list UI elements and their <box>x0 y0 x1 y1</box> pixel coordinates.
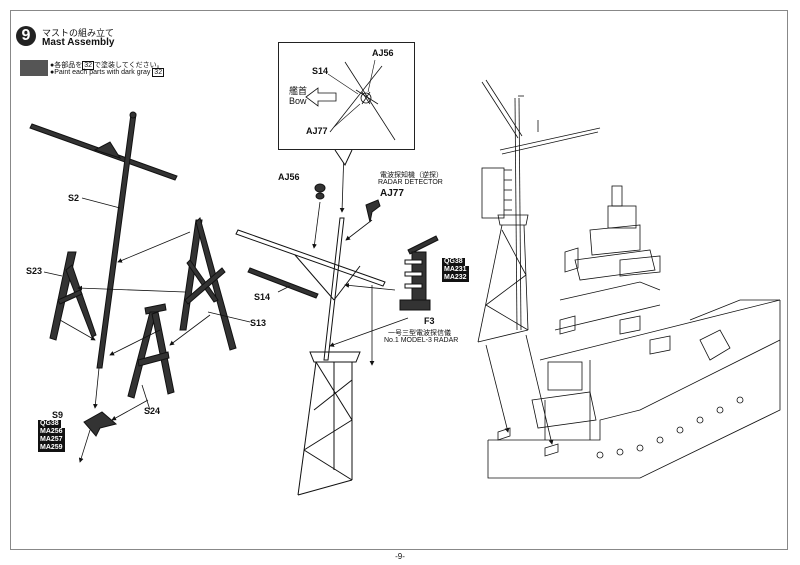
detail-callout <box>278 42 415 150</box>
part-label-aj56: AJ56 <box>278 172 300 182</box>
bow-arrow-icon <box>305 87 337 107</box>
part-label-aj77: AJ77 <box>380 188 404 199</box>
page-frame <box>10 10 788 550</box>
part-label-s13: S13 <box>250 318 267 328</box>
radar-part-f3 <box>399 235 439 311</box>
callout-topview <box>305 59 396 141</box>
page-number: -9- <box>395 552 405 561</box>
f3-code-2: MA231 <box>442 266 469 274</box>
s9-code-4: MA259 <box>38 444 65 452</box>
radar-detector-en: RADAR DETECTOR <box>378 179 443 186</box>
part-label-f3: F3 <box>424 316 435 326</box>
leg-part-s23 <box>49 251 97 341</box>
tower-part-s24 <box>127 303 175 399</box>
step-title-en: Mast Assembly <box>42 37 115 48</box>
part-label-s23: S23 <box>26 266 43 276</box>
bow-label-jp: 艦首 <box>289 86 308 96</box>
s9-code-2: MA256 <box>38 428 65 436</box>
radar-f3-en: No.1 MODEL-3 RADAR <box>384 337 459 344</box>
callout-s14-label: S14 <box>312 66 329 76</box>
part-label-s14: S14 <box>254 292 271 302</box>
part-label-s24: S24 <box>144 406 161 416</box>
radar-detector-jp: 電波探知機（逆探） <box>380 172 443 179</box>
small-parts <box>314 183 381 223</box>
part-label-s9: S9 <box>52 410 64 420</box>
callout-aj77-label: AJ77 <box>306 126 328 136</box>
crossbar-part <box>29 123 178 181</box>
base-part-s9 <box>83 411 118 437</box>
part-label-s2: S2 <box>68 193 80 203</box>
paint-swatch <box>20 60 48 76</box>
callout-aj56-label: AJ56 <box>372 48 394 58</box>
main-pole-part <box>96 111 137 369</box>
f3-code-1: QG38 <box>442 258 465 266</box>
step-title-jp: マストの組み立て <box>42 28 115 38</box>
paint-note-en: ●Paint each parts with dark gray 32 <box>50 68 165 77</box>
bow-label-en: Bow <box>289 96 307 106</box>
s9-code-1: QG38 <box>38 420 61 428</box>
ship-superstructure <box>477 79 781 479</box>
step-number-badge: 9 <box>16 26 36 46</box>
f3-code-3: MA232 <box>442 274 469 282</box>
radar-f3-jp: 一号三型電波探信儀 <box>388 330 451 337</box>
tower-part-s13 <box>179 217 237 351</box>
s9-code-3: MA257 <box>38 436 65 444</box>
middle-mast-assembly <box>235 217 386 496</box>
